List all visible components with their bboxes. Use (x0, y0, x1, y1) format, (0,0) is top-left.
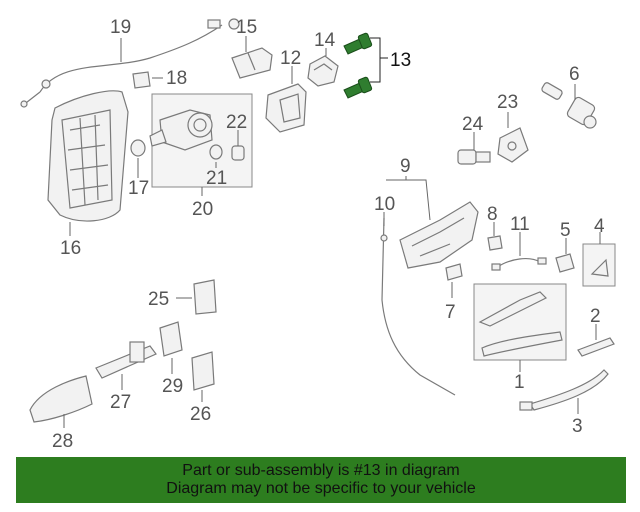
callout-15: 15 (236, 17, 257, 38)
callout-14: 14 (314, 30, 336, 51)
callout-13: 13 (390, 50, 411, 71)
callout-17: 17 (128, 178, 149, 199)
part-8-clip (487, 222, 503, 251)
part-17-plug (130, 139, 146, 178)
callout-6: 6 (569, 64, 580, 85)
callout-11: 11 (510, 214, 530, 235)
part-12-housing (265, 66, 307, 133)
part-9-latch (386, 176, 479, 269)
callout-24: 24 (462, 114, 484, 135)
callout-22: 22 (226, 112, 247, 133)
banner-line-1: Part or sub-assembly is #13 in diagram (182, 462, 460, 479)
part-23-striker (497, 112, 529, 163)
part-10-rod (380, 212, 456, 396)
callout-26: 26 (190, 404, 211, 425)
part-25-hinge (176, 279, 217, 315)
part-3-handle (519, 369, 609, 414)
parts-diagram: 19 15 14 13 12 18 22 21 17 20 16 6 23 24… (20, 17, 616, 452)
part-4-cover (582, 232, 616, 287)
exploded-view: 19 15 14 13 12 18 22 21 17 20 16 6 23 24… (20, 17, 616, 452)
part-5-cap (555, 238, 575, 273)
callout-12: 12 (280, 48, 301, 69)
part-13-screws (343, 32, 388, 99)
callout-29: 29 (162, 376, 183, 397)
callout-5: 5 (560, 220, 571, 241)
callout-1: 1 (514, 372, 525, 393)
callout-3: 3 (572, 416, 583, 437)
callout-16: 16 (60, 238, 81, 259)
callout-28: 28 (52, 431, 73, 452)
callout-19: 19 (110, 17, 131, 38)
banner-line-2: Diagram may not be specific to your vehi… (166, 480, 476, 497)
callout-21: 21 (206, 168, 227, 189)
callout-18: 18 (166, 68, 187, 89)
part-14-cover (307, 48, 339, 87)
callout-27: 27 (110, 392, 131, 413)
part-7-cap (445, 263, 463, 298)
callout-25: 25 (148, 289, 169, 310)
part-15-bracket (231, 36, 273, 79)
part-24-bolt (457, 132, 491, 165)
callout-2: 2 (590, 306, 601, 327)
part-6-lock-cylinder (541, 82, 597, 129)
part-28-cap (29, 375, 93, 428)
callout-9: 9 (400, 156, 411, 177)
callout-4: 4 (594, 216, 605, 237)
part-11-seal (491, 232, 547, 271)
part-2-bezel (577, 324, 615, 357)
part-27-check-strap (95, 341, 157, 390)
info-banner: Part or sub-assembly is #13 in diagram D… (16, 457, 626, 503)
callout-23: 23 (497, 92, 518, 113)
part-29-bracket (159, 321, 183, 374)
callout-8: 8 (487, 204, 498, 225)
part-1-handle-assembly (473, 283, 567, 372)
part-18-clip (132, 71, 163, 89)
callout-7: 7 (445, 302, 456, 323)
part-26-hinge (191, 351, 215, 402)
part-19-cable (20, 18, 240, 108)
part-16-carrier (47, 90, 129, 236)
callout-10: 10 (374, 194, 395, 215)
part-20-motor-assembly (149, 93, 253, 196)
callout-20: 20 (192, 199, 213, 220)
